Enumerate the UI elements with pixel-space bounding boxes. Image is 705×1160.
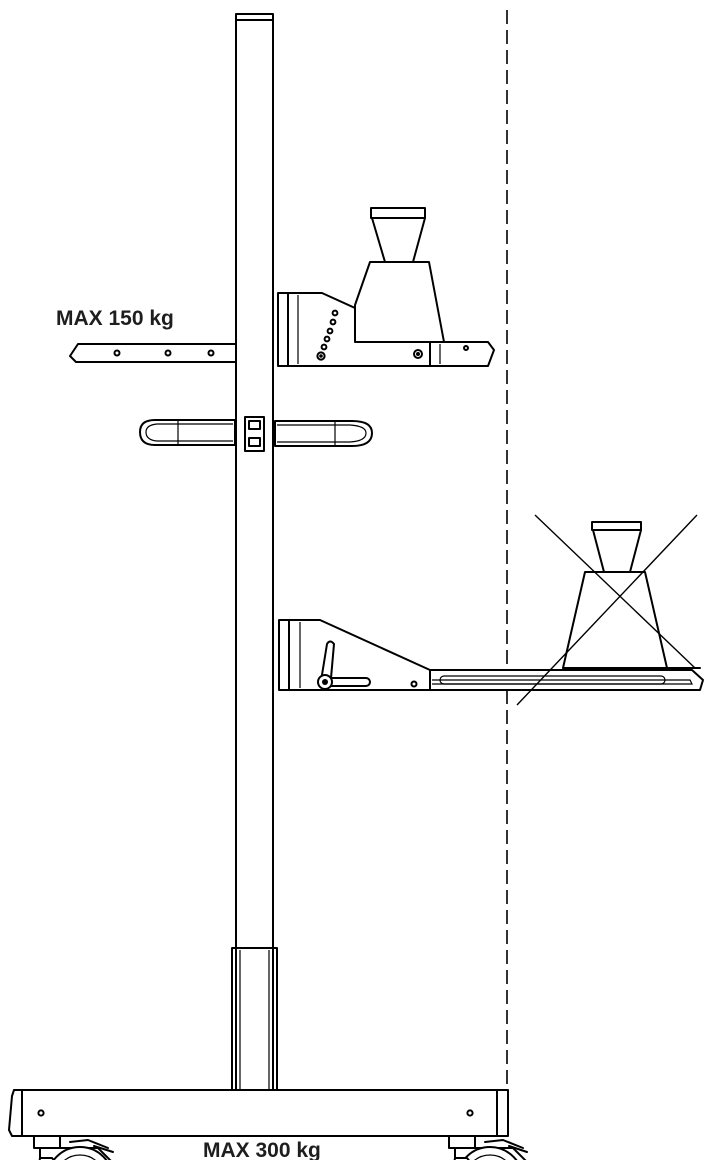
base-frame: [8, 1089, 509, 1137]
lower-arm: [278, 514, 704, 706]
right-caster: [448, 1135, 528, 1160]
upper-arm-left: [69, 343, 238, 363]
arm-load-label: MAX 150 kg: [56, 307, 174, 330]
upper-holder: [354, 207, 445, 343]
crossed-out-holder: [516, 514, 701, 706]
vertical-column: [231, 13, 278, 1095]
base-load-label: MAX 300 kg: [203, 1139, 321, 1160]
handle-clamp: [244, 416, 265, 452]
push-handle: [139, 419, 373, 447]
left-caster: [33, 1135, 114, 1160]
